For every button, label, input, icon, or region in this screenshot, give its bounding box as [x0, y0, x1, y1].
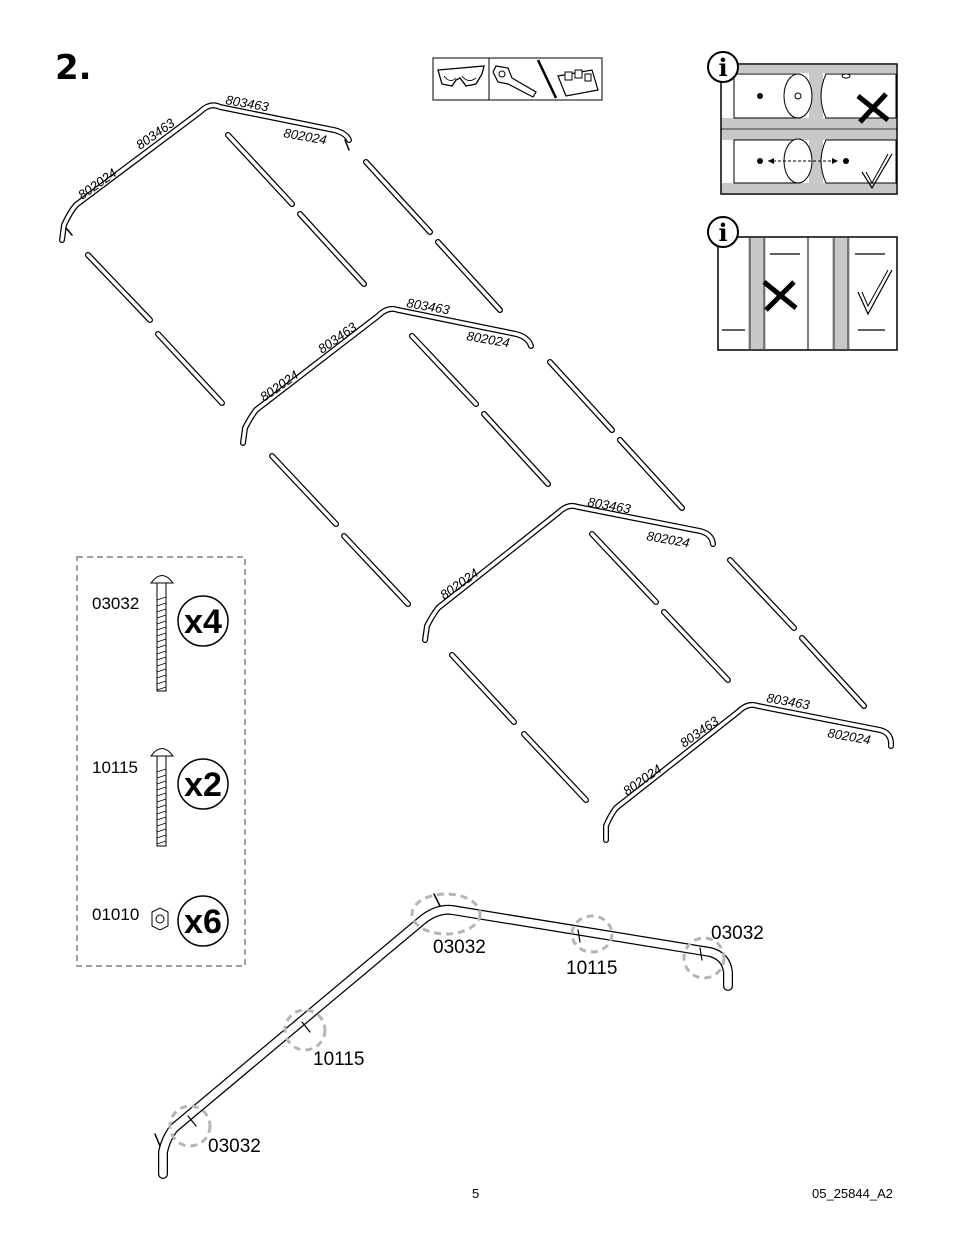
- step-number: 2.: [55, 48, 92, 88]
- info-box-bolt-direction: i: [707, 216, 898, 351]
- parts-list-box: [76, 556, 246, 967]
- info-icon: i: [707, 216, 739, 248]
- incorrect-x-mark: [762, 280, 798, 312]
- part-qty-03032: x4: [184, 603, 222, 641]
- purlin-tubes: [85, 132, 867, 803]
- info-icon: i: [707, 51, 739, 83]
- socket-wrench-set-icon: [557, 69, 599, 97]
- page-number: 5: [472, 1186, 480, 1201]
- arch-4: [603, 701, 895, 843]
- arch-2: [240, 305, 534, 446]
- arch-3: [422, 502, 716, 643]
- tube-label-802024: 802024: [465, 328, 510, 350]
- tube-labels: 802024 803463 803463 802024 802024 80346…: [75, 92, 872, 798]
- detail-arch: [154, 893, 733, 1179]
- info-box-alignment: i: [707, 51, 898, 195]
- part-qty-10115: x2: [184, 766, 222, 804]
- tube-label-802024: 802024: [282, 125, 327, 147]
- detail-callout-03032: 03032: [711, 923, 764, 944]
- document-code: 05_25844_A2: [812, 1186, 893, 1201]
- adjustable-wrench-icon: [492, 65, 537, 98]
- part-qty-01010: x6: [184, 903, 222, 941]
- detail-callout-10115: 10115: [313, 1049, 364, 1070]
- svg-text:i: i: [718, 218, 727, 247]
- tube-label-802024: 802024: [826, 725, 871, 747]
- part-code-01010: 01010: [92, 905, 139, 924]
- tube-label-802024: 802024: [620, 761, 664, 798]
- exploded-frame-assembly: [59, 102, 895, 843]
- tools-box: [432, 57, 603, 101]
- part-code-10115: 10115: [92, 758, 138, 777]
- tube-label-802024: 802024: [257, 367, 301, 404]
- incorrect-x-mark: [856, 92, 890, 124]
- detail-callout-circles: [168, 892, 726, 1148]
- bolt-long-03032: [150, 575, 174, 692]
- arch-1: [59, 102, 352, 243]
- svg-text:i: i: [718, 53, 727, 82]
- correct-check-mark: [861, 153, 893, 190]
- tube-label-802024: 802024: [645, 528, 690, 550]
- detail-callout-03032: 03032: [433, 937, 486, 958]
- safety-glasses-icon: [437, 65, 485, 87]
- tube-label-802024: 802024: [437, 565, 481, 602]
- detail-callout-10115: 10115: [566, 958, 617, 979]
- correct-check-mark: [857, 269, 893, 316]
- nut-01010: [151, 907, 169, 931]
- part-code-03032: 03032: [92, 594, 139, 613]
- detail-callout-03032: 03032: [208, 1136, 261, 1157]
- bolt-short-10115: [150, 748, 174, 847]
- tube-label-802024: 802024: [75, 165, 119, 202]
